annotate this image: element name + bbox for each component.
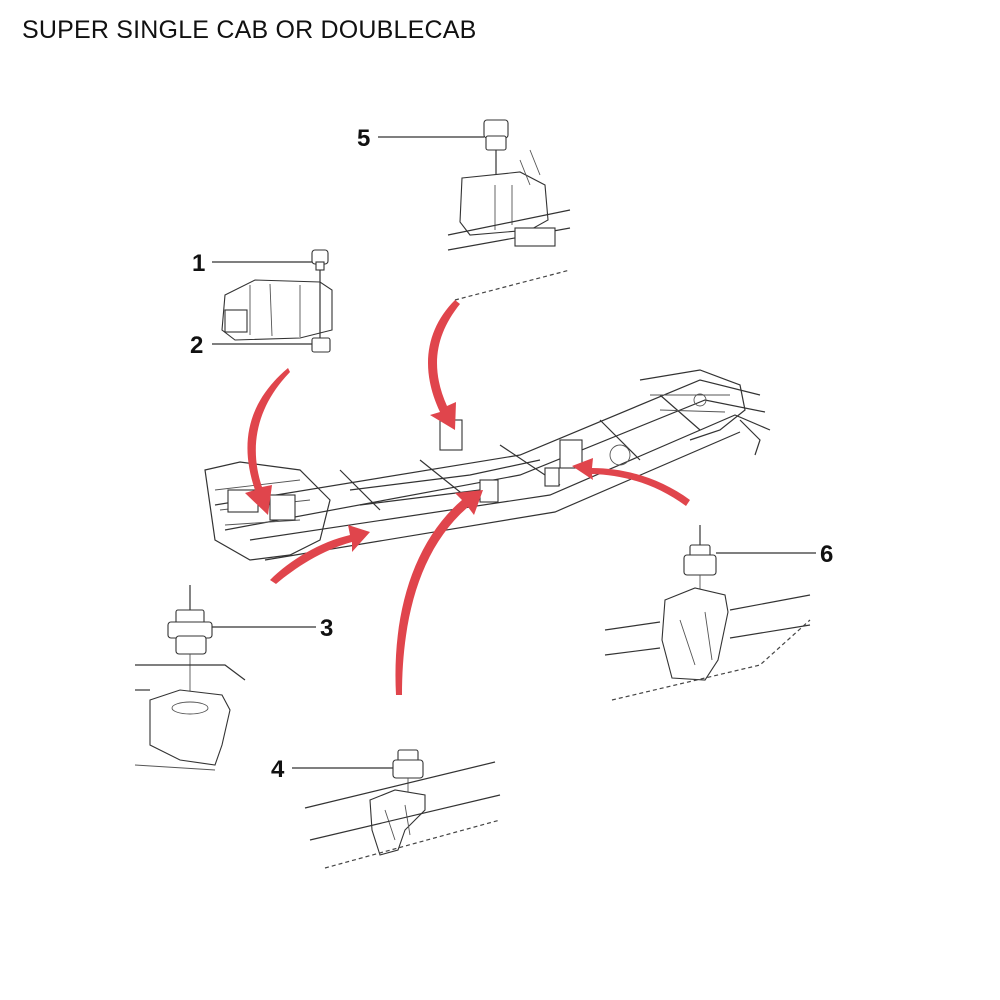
diagram-title: SUPER SINGLE CAB OR DOUBLECAB: [22, 16, 477, 44]
callout-5: 5: [357, 125, 370, 152]
detail-center-mount: [304, 749, 501, 869]
callout-6: 6: [820, 541, 833, 568]
arrow-top-to-frame: [428, 300, 460, 430]
callout-4: 4: [271, 756, 285, 783]
detail-top-mount: [447, 119, 571, 301]
arrow-right-to-frame: [572, 458, 690, 506]
arrow-bracket-to-frame: [245, 368, 290, 515]
detail-front-bracket: [221, 249, 333, 353]
callout-2: 2: [190, 332, 203, 359]
chassis-frame: [204, 369, 771, 561]
arrow-center-to-frame: [395, 490, 483, 695]
callout-leaders: [212, 136, 816, 769]
detail-right-mount: [604, 525, 811, 701]
callout-1: 1: [192, 250, 205, 277]
callout-3: 3: [320, 615, 333, 642]
detail-left-mount: [134, 585, 246, 771]
indicator-arrows: [245, 300, 690, 695]
arrow-left-to-frame: [270, 525, 370, 584]
